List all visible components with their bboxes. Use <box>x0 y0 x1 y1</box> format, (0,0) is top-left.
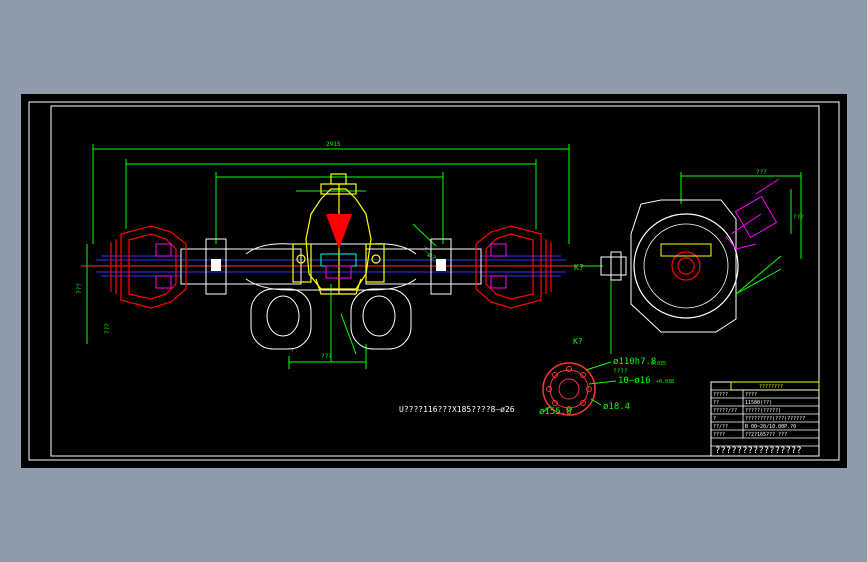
side-gear <box>325 265 352 279</box>
section-k-ring <box>542 362 596 416</box>
vertical-dimension-b: ??? <box>793 214 804 221</box>
title-row-label: ?????/?? <box>713 408 737 414</box>
section-d2-tol: +0.038 <box>656 379 674 385</box>
title-row-value: ?????(?????) <box>745 408 781 414</box>
section-k-label: K? <box>573 337 583 346</box>
housing-boss-left <box>211 259 221 271</box>
dimension-lines <box>86 144 802 369</box>
diagonal-label-2: ? <box>291 348 294 354</box>
section-k-leaders <box>542 361 617 413</box>
bolt-spec-note: U????116???X185????8—ø26 <box>399 405 515 414</box>
driven-bevel-gear <box>326 214 352 249</box>
vertical-dimension-a: ??? <box>76 283 83 294</box>
title-row-value: ??2?165??? ??? <box>745 432 787 438</box>
title-row-label: ????? <box>713 392 728 398</box>
side-label-left: ??? <box>104 323 111 334</box>
section-d2: 10—ø16 <box>618 376 651 386</box>
bottom-dimension: ??? <box>321 353 332 360</box>
title-block-footer: ???????????????? <box>715 446 802 456</box>
brake-drum-parts <box>155 243 507 289</box>
title-row-label: ? <box>713 416 716 422</box>
kit-view-label: K? <box>574 263 584 272</box>
housing-boss-right <box>436 259 446 271</box>
title-row-value: 11500(??) <box>745 400 772 406</box>
section-d1-note: ???? <box>613 368 628 375</box>
overall-dimension-text: 2915 <box>326 141 341 148</box>
section-d3: ø155.8 <box>539 407 572 417</box>
title-row-label: ???? <box>713 432 725 438</box>
title-row-label: ?? <box>713 400 719 406</box>
title-row-value: ?????????(???)?????? <box>745 416 805 422</box>
side-view <box>600 178 782 333</box>
wheel-hub-right <box>475 225 552 309</box>
inner-border <box>50 105 820 457</box>
wheel-hub-left <box>110 225 187 309</box>
title-row-label: ??/?? <box>713 424 728 430</box>
axle-assembly-drawing: 2915 ??? ??? ?—ø?? ??? ? ??? ??? <box>28 101 840 461</box>
drawing-canvas[interactable]: 2915 ??? ??? ?—ø?? ??? ? ??? ??? <box>21 94 847 468</box>
title-block <box>710 381 820 457</box>
section-d1-tol: 0.035 <box>651 361 666 367</box>
right-dimension: ??? <box>756 169 767 176</box>
title-row-value: ???? <box>745 392 757 398</box>
title-block-header: ???????? <box>759 384 783 390</box>
section-d4: ø18.4 <box>603 402 630 412</box>
brake-chamber <box>725 178 780 250</box>
axle-housing <box>180 238 482 350</box>
section-d1: ø110h7.8 <box>613 357 656 367</box>
outer-border <box>28 101 840 461</box>
title-row-value: B 00~20/10.00P.?0 <box>745 424 796 430</box>
